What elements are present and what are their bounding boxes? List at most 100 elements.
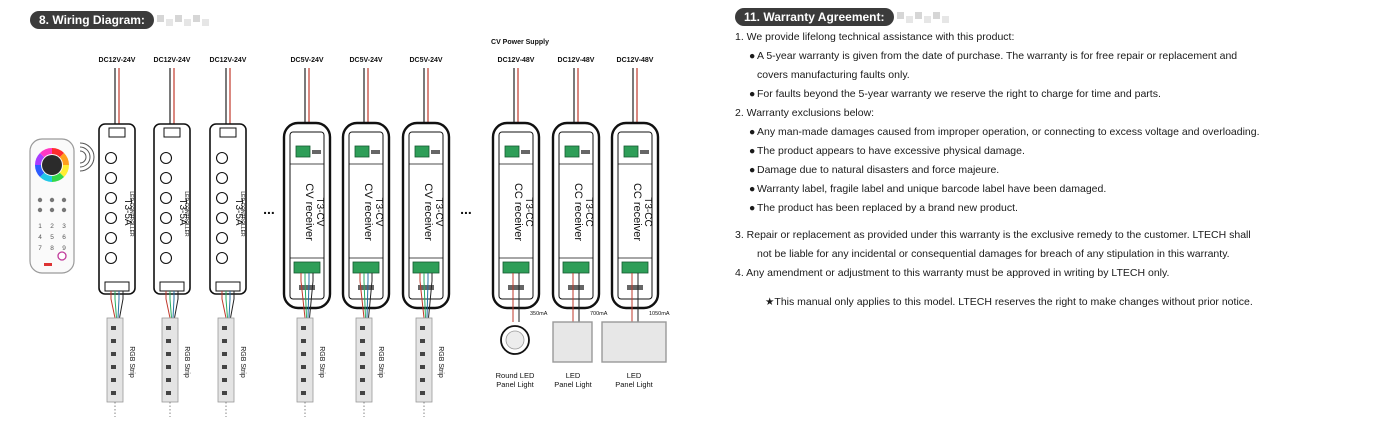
wireless-signal-icon [79, 142, 95, 172]
led-chip [222, 365, 227, 369]
receiver-body [558, 131, 594, 300]
warranty-line-continued: covers manufacturing faults only. [757, 69, 910, 81]
warranty-clause: 1. We provide lifelong technical assista… [735, 31, 1015, 43]
rgb-strip-label: RGB Strip [183, 346, 190, 378]
controller-button [159, 191, 173, 205]
rgb-strip-label: RGB Strip [239, 346, 246, 378]
output-wire [114, 291, 117, 319]
input-terminal [354, 145, 370, 158]
output-wire [309, 273, 314, 319]
receiver-model-label: T3-CV [314, 198, 325, 227]
led-chip [111, 378, 116, 382]
led-chip [360, 365, 365, 369]
controller-button [215, 251, 229, 265]
wireless-signal-icon [79, 150, 87, 164]
receiver-model-label: T3-CC [523, 197, 534, 226]
wireless-signal-icon [79, 146, 91, 168]
warranty-line-continued: not be liable for any incidental or cons… [757, 248, 1230, 260]
controller-button [159, 171, 173, 185]
bullet-icon: ● [749, 164, 756, 176]
led-chip [111, 326, 116, 330]
led-panel-light [552, 321, 593, 363]
controller-button [104, 151, 118, 165]
rgb-strip-label: RGB Strip [128, 346, 135, 378]
supply-voltage-label: DC5V-24V [290, 57, 323, 64]
bullet-text: A 5-year warranty is given from the date… [757, 50, 1238, 62]
warranty-bullet-item: ●Damage due to natural disasters and for… [735, 161, 1385, 180]
mode-button [37, 207, 43, 213]
warranty-heading: 11. Warranty Agreement: [735, 8, 949, 26]
led-chip [166, 339, 171, 343]
output-terminal [621, 261, 649, 274]
led-chip [301, 378, 306, 382]
bullet-text: The product appears to have excessive ph… [757, 145, 1025, 157]
bullet-text: The product has been replaced by a brand… [757, 202, 1018, 214]
label-sticker [568, 285, 584, 290]
supply-voltage-label: DC12V-48V [617, 57, 654, 64]
color-wheel-center [42, 155, 62, 175]
label-sticker [640, 150, 649, 154]
output-current-label: 1050mA [649, 311, 670, 317]
led-chip [111, 365, 116, 369]
label-sticker [299, 285, 315, 290]
led-chip [420, 378, 425, 382]
receiver-type-label: CV receiver [303, 183, 315, 241]
supply-voltage-label: DC12V-48V [558, 57, 595, 64]
output-wire [228, 291, 231, 319]
label-sticker [581, 150, 590, 154]
output-wire [174, 291, 179, 319]
color-wheel-segment [59, 165, 69, 178]
mode-button [49, 207, 55, 213]
output-wire [225, 291, 228, 319]
label-sticker [371, 150, 380, 154]
rgb-strip [106, 317, 124, 403]
remote-number-key: 4 [38, 234, 42, 241]
controller-sub-label: LED CONTROLLER [239, 191, 245, 237]
input-terminal [414, 145, 430, 158]
output-terminal [293, 261, 321, 274]
light-label: Panel Light [615, 380, 653, 389]
controller-button [159, 151, 173, 165]
controller-model-label: T3-5A [122, 198, 133, 226]
manual-notice: ★This manual only applies to this model.… [765, 296, 1253, 308]
controller-button [215, 211, 229, 225]
rgb-strip [296, 317, 314, 403]
input-terminal [623, 145, 639, 158]
supply-voltage-label: DC5V-24V [409, 57, 442, 64]
output-terminal [562, 261, 590, 274]
label-sticker [358, 285, 374, 290]
controller-body [153, 123, 191, 295]
remote-number-key: 9 [62, 245, 66, 252]
receiver-body [289, 131, 325, 300]
controller-button [159, 231, 173, 245]
rgb-strip [161, 317, 179, 403]
light-label: Panel Light [496, 380, 534, 389]
bullet-icon: ● [749, 202, 756, 214]
label-sticker [521, 150, 530, 154]
output-wire [165, 291, 171, 319]
bullet-icon: ● [749, 126, 756, 138]
input-terminal [504, 145, 520, 158]
warranty-title: 11. Warranty Agreement: [735, 8, 894, 26]
rgb-strip-label: RGB Strip [377, 346, 384, 378]
controller-sub-label: LED CONTROLLER [183, 191, 189, 237]
rgb-strip-label: RGB Strip [437, 346, 444, 378]
led-chip [222, 326, 227, 330]
receiver-type-label: CC receiver [631, 183, 643, 241]
mode-button [37, 197, 43, 203]
bullet-text: For faults beyond the 5-year warranty we… [757, 88, 1161, 100]
label-sticker [627, 285, 643, 290]
controller-model-label: T3-5A [233, 198, 244, 226]
led-chip [166, 378, 171, 382]
output-wire [363, 273, 366, 319]
output-terminal [215, 281, 241, 292]
cv-power-supply-label: CV Power Supply [491, 39, 549, 46]
mode-button [61, 207, 67, 213]
led-chip [301, 326, 306, 330]
